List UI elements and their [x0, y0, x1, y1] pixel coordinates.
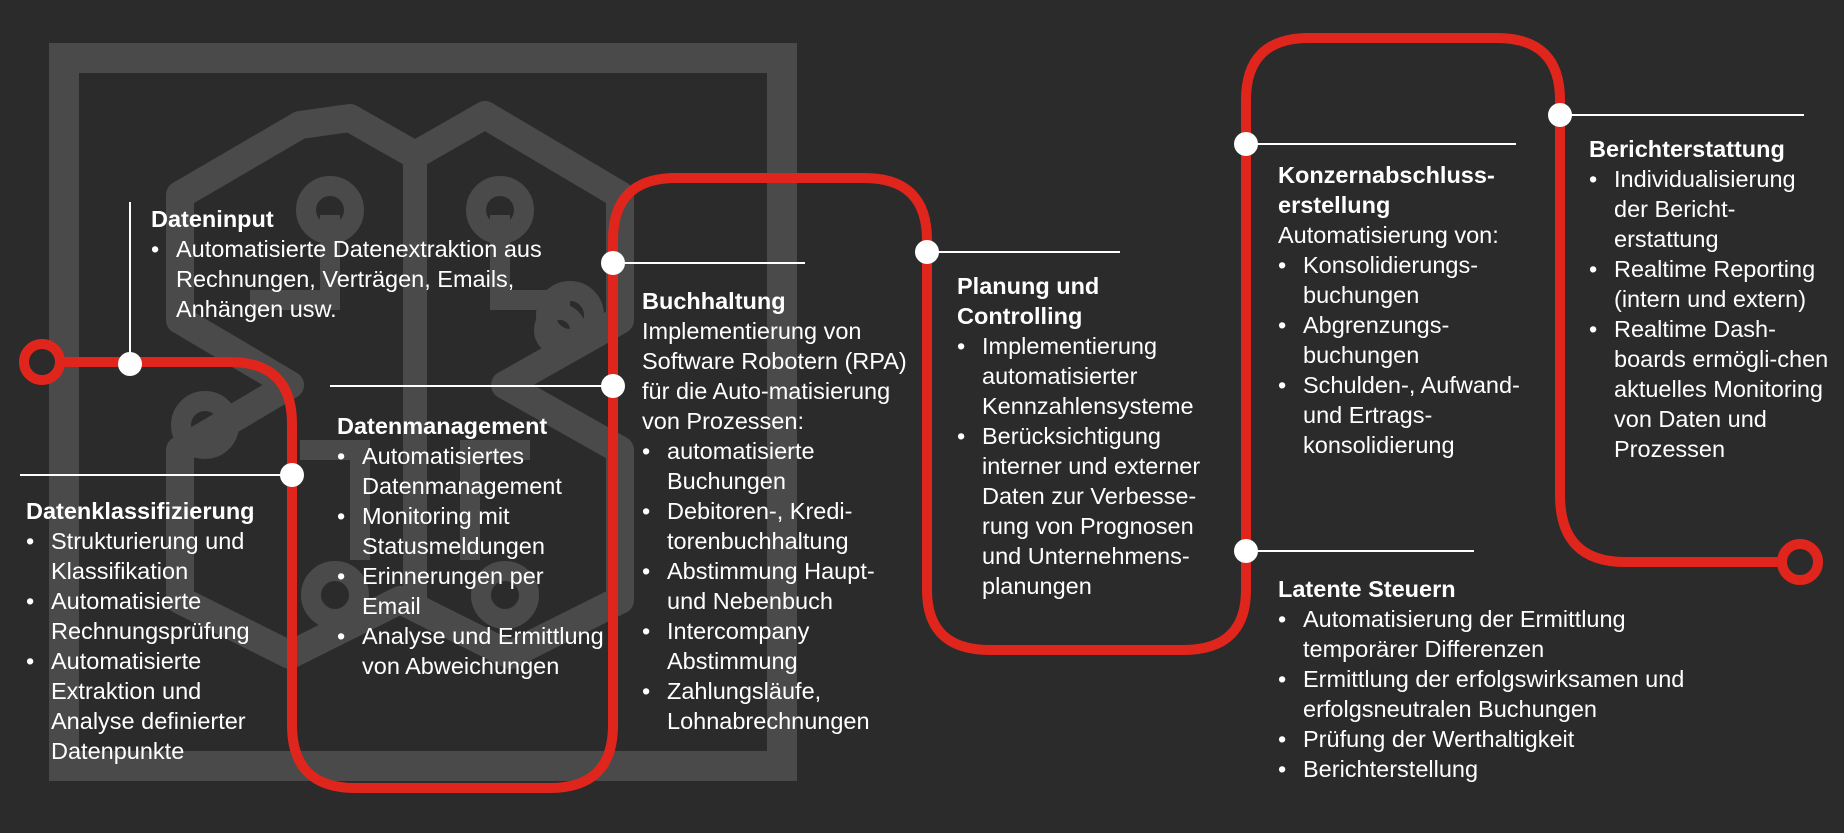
- list-item: Analyse und Ermittlung von Abweichungen: [337, 621, 607, 681]
- list-item: Zahlungsläufe, Lohnabrechnungen: [642, 676, 907, 736]
- list-item: Erinnerungen per Email: [337, 561, 607, 621]
- station-title: Latente Steuern: [1278, 576, 1456, 602]
- node-bericht: [1548, 103, 1572, 127]
- station-list: Implementierung automatisierter Kennzahl…: [957, 331, 1229, 601]
- station-title: Dateninput: [151, 206, 274, 232]
- list-item: Abgrenzungs-buchungen: [1278, 310, 1540, 370]
- node-dateninput: [118, 352, 142, 376]
- list-item: Automatisierung der Ermittlung temporäre…: [1278, 604, 1698, 664]
- station-description: Implementierung von Software Robotern (R…: [642, 318, 907, 434]
- list-item: Realtime Dash-boards ermögli-chen aktuel…: [1589, 314, 1834, 464]
- station-list: automatisierte Buchungen Debitoren-, Kre…: [642, 436, 907, 736]
- station-datenmanagement: Datenmanagement Automatisiertes Datenman…: [337, 411, 607, 681]
- list-item: Implementierung automatisierter Kennzahl…: [957, 331, 1229, 421]
- node-planung: [915, 240, 939, 264]
- station-bericht: Berichterstattung Individualisierung der…: [1589, 134, 1834, 464]
- station-datenklassifizierung: Datenklassifizierung Strukturierung und …: [26, 496, 288, 766]
- process-route: [42, 33, 1800, 793]
- list-item: Automatisierte Rechnungsprüfung: [26, 586, 288, 646]
- station-title: Berichterstattung: [1589, 136, 1785, 162]
- station-list: Automatisiertes Datenmanagement Monitori…: [337, 441, 607, 681]
- station-konzern: Konzernabschluss-erstellung Automatisier…: [1278, 160, 1540, 460]
- list-item: Schulden-, Aufwand- und Ertrags-konsolid…: [1278, 370, 1540, 460]
- route-start-node: [19, 339, 65, 385]
- list-item: Debitoren-, Kredi-torenbuchhaltung: [642, 496, 907, 556]
- list-item: Intercompany Abstimmung: [642, 616, 907, 676]
- station-list: Individualisierung der Bericht-erstattun…: [1589, 164, 1834, 464]
- list-item: Monitoring mit Statusmeldungen: [337, 501, 607, 561]
- node-datenmanagement: [601, 374, 625, 398]
- list-item: Berücksichtigung interner und externer D…: [957, 421, 1229, 601]
- station-buchhaltung: Buchhaltung Implementierung von Software…: [642, 286, 907, 736]
- list-item: Prüfung der Werthaltigkeit: [1278, 724, 1698, 754]
- list-item: Automatisierte Extraktion und Analyse de…: [26, 646, 288, 766]
- station-list: Automatisierung der Ermittlung temporäre…: [1278, 604, 1698, 784]
- node-buchhaltung: [601, 251, 625, 275]
- list-item: Konsolidierungs-buchungen: [1278, 250, 1540, 310]
- node-datenklassifizierung: [280, 463, 304, 487]
- node-konzern: [1234, 132, 1258, 156]
- station-title: Buchhaltung: [642, 288, 786, 314]
- station-nodes: [118, 103, 1572, 563]
- list-item: Realtime Reporting (intern und extern): [1589, 254, 1834, 314]
- station-title: Konzernabschluss-erstellung: [1278, 162, 1495, 218]
- connector-lines: [20, 114, 1804, 552]
- station-list: Konsolidierungs-buchungen Abgrenzungs-bu…: [1278, 250, 1540, 460]
- station-title: Datenmanagement: [337, 413, 548, 439]
- station-planung: Planung und Controlling Implementierung …: [957, 271, 1229, 601]
- list-item: Automatisiertes Datenmanagement: [337, 441, 607, 501]
- station-description: Automatisierung von:: [1278, 222, 1499, 248]
- station-latente: Latente Steuern Automatisierung der Ermi…: [1278, 574, 1698, 784]
- list-item: automatisierte Buchungen: [642, 436, 907, 496]
- station-title: Datenklassifizierung: [26, 498, 255, 524]
- list-item: Individualisierung der Bericht-erstattun…: [1589, 164, 1834, 254]
- station-list: Automatisierte Datenextraktion aus Rechn…: [151, 234, 551, 324]
- list-item: Ermittlung der erfolgswirksamen und erfo…: [1278, 664, 1698, 724]
- list-item: Abstimmung Haupt- und Nebenbuch: [642, 556, 907, 616]
- node-latente: [1234, 539, 1258, 563]
- list-item: Berichterstellung: [1278, 754, 1698, 784]
- station-dateninput: Dateninput Automatisierte Datenextraktio…: [151, 204, 551, 324]
- station-list: Strukturierung und Klassifikation Automa…: [26, 526, 288, 766]
- station-title: Planung und Controlling: [957, 273, 1100, 329]
- list-item: Strukturierung und Klassifikation: [26, 526, 288, 586]
- route-end-node: [1777, 539, 1823, 585]
- list-item: Automatisierte Datenextraktion aus Rechn…: [151, 234, 551, 324]
